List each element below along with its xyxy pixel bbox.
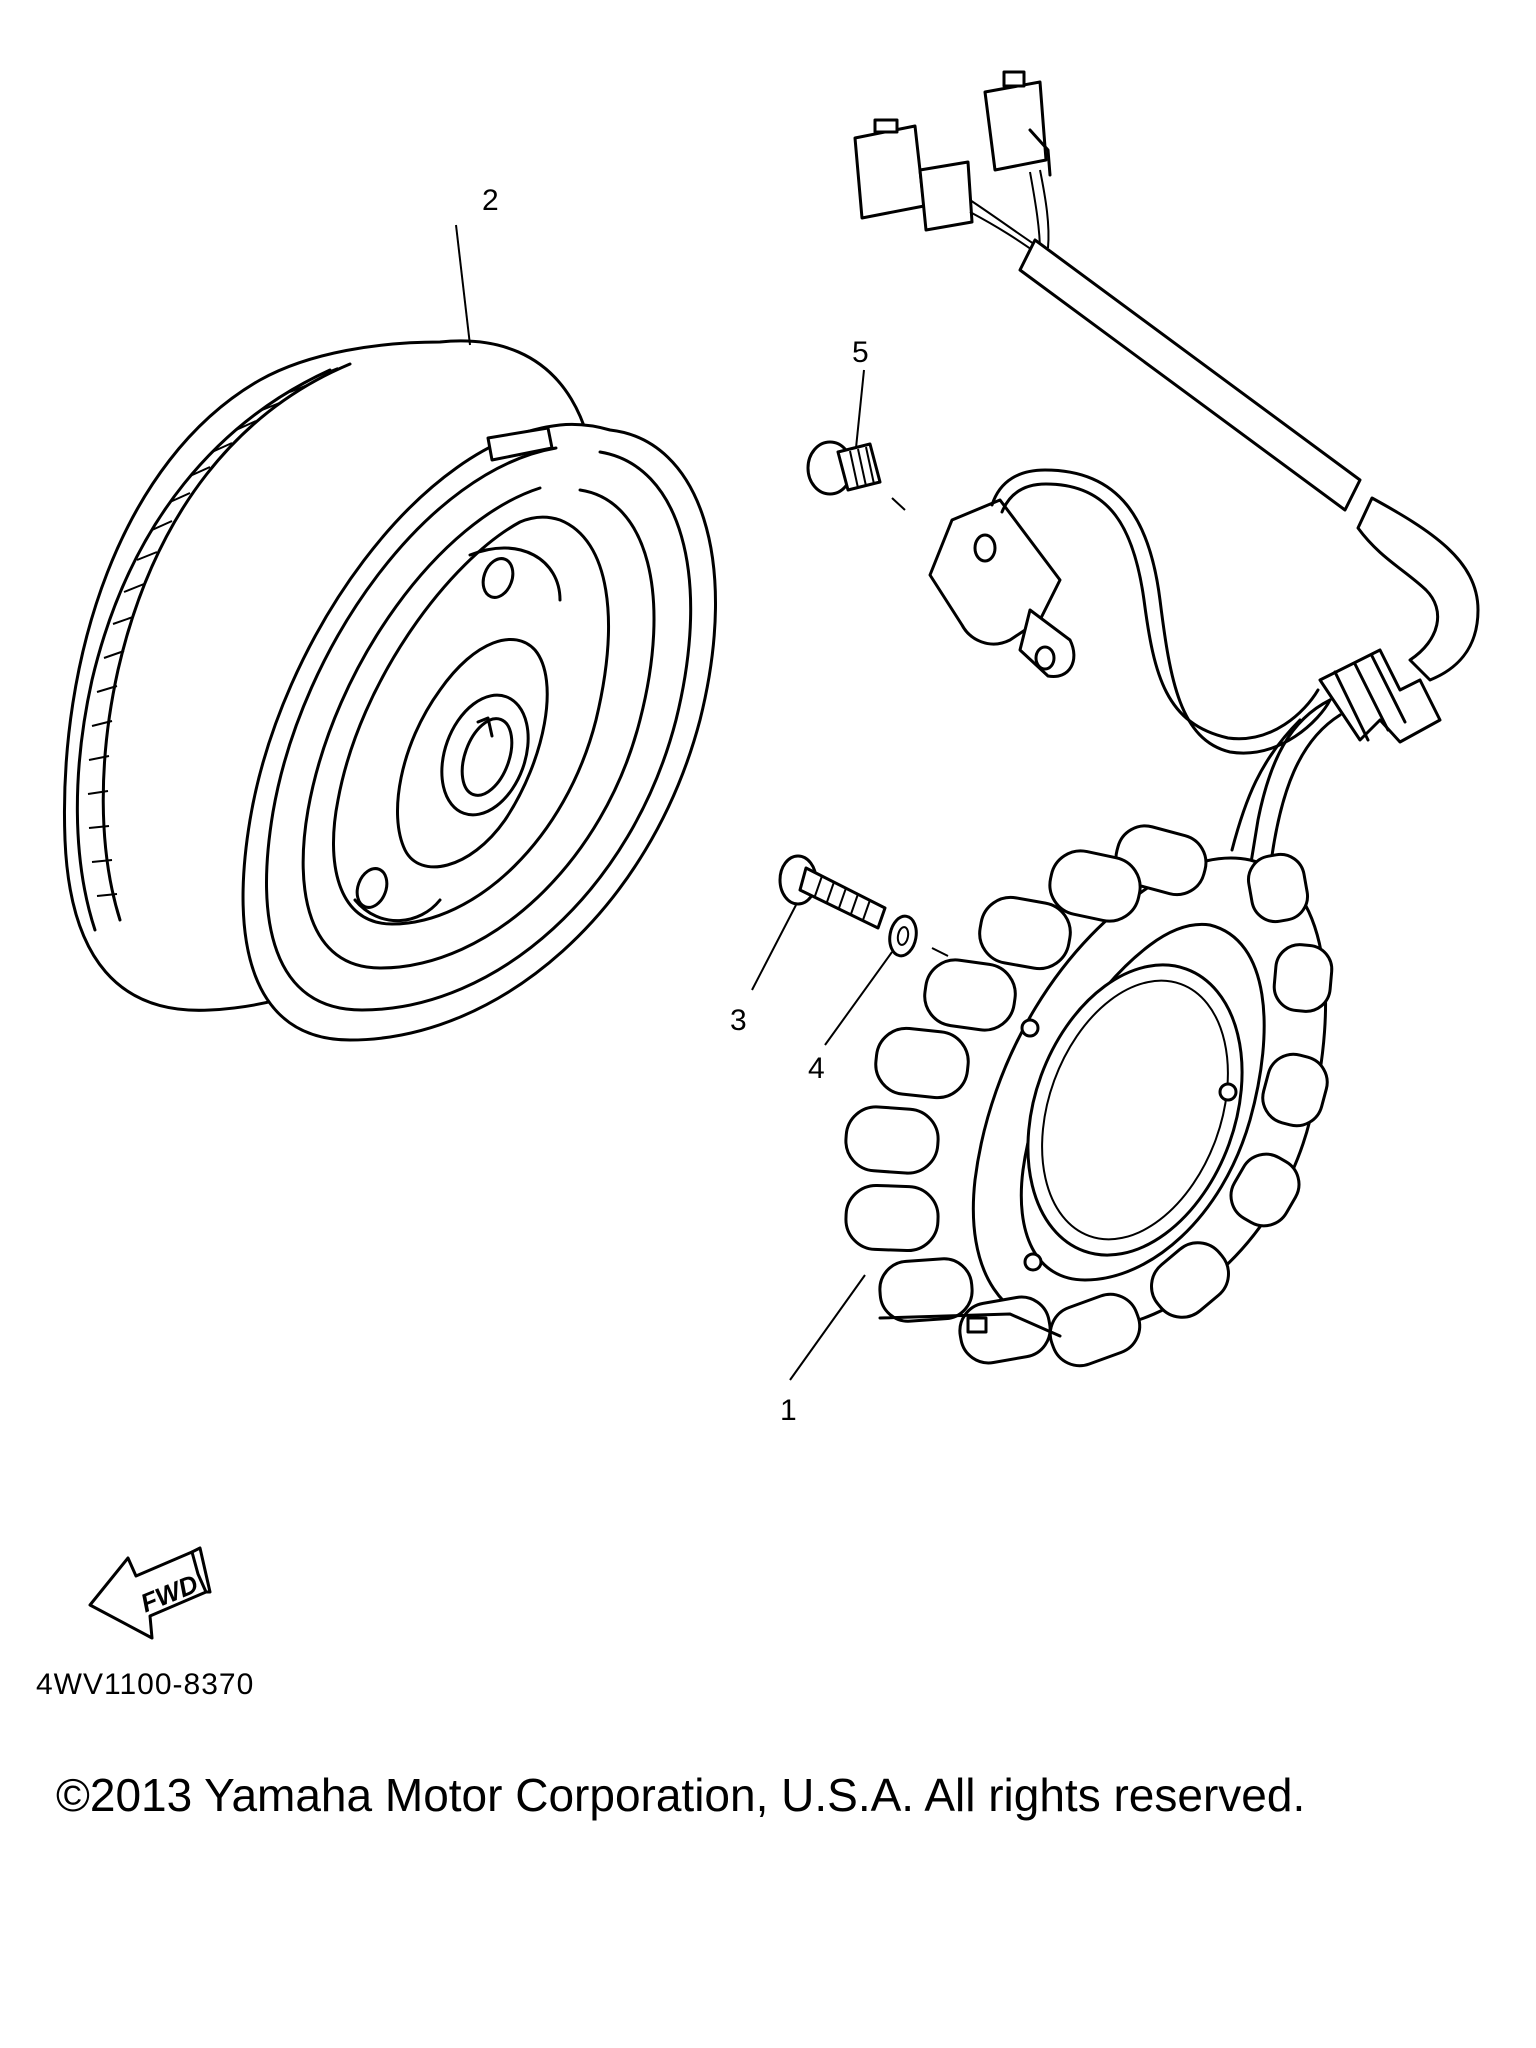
callout-1: 1	[780, 1394, 797, 1427]
callout-4: 4	[808, 1052, 825, 1085]
forward-arrow-icon: FWD	[88, 1546, 212, 1640]
stator-assembly-icon	[844, 824, 1334, 1368]
callout-2: 2	[482, 184, 499, 217]
copyright-notice: ©2013 Yamaha Motor Corporation, U.S.A. A…	[56, 1769, 1306, 1821]
bolt-5-icon	[806, 440, 906, 511]
leader-lines	[455, 224, 893, 1381]
wire-connector-icon	[853, 70, 1480, 932]
washer-4-icon	[888, 914, 949, 958]
bolt-3-icon	[778, 854, 887, 930]
flywheel-rotor-icon	[62, 339, 717, 1042]
callout-3: 3	[730, 1004, 747, 1037]
pickup-coil-icon	[928, 468, 1332, 755]
callout-5: 5	[852, 336, 869, 369]
diagram-code: 4WV1100-8370	[36, 1668, 255, 1701]
